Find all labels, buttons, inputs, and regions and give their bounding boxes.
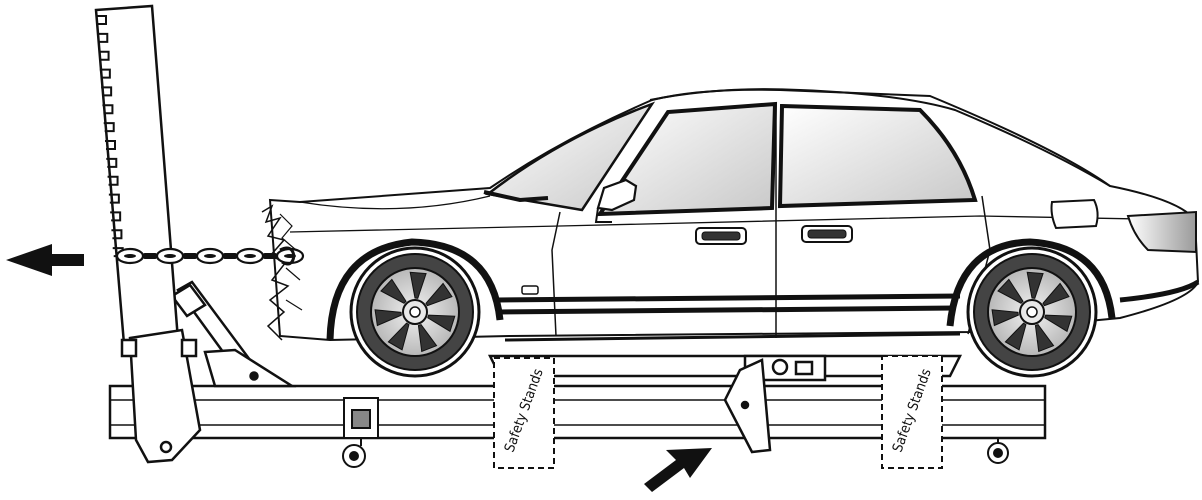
windshield	[484, 101, 656, 212]
left-arrow-icon	[6, 244, 84, 276]
safety-stand-left-outline	[493, 357, 555, 469]
safety-stand-left: Safety Stands	[493, 357, 555, 469]
tail-light	[1126, 210, 1197, 254]
safety-stand-right-outline	[881, 355, 943, 469]
front-wheel	[349, 246, 481, 378]
pulling-chain	[115, 246, 305, 266]
ram-base	[203, 348, 297, 388]
car	[261, 88, 1200, 342]
fuel-door	[1050, 198, 1099, 230]
up-right-arrow-icon	[644, 448, 712, 492]
side-mirror	[596, 178, 638, 212]
tower-base	[128, 328, 202, 464]
rear-wheel	[966, 246, 1098, 378]
caster-left	[342, 397, 379, 468]
rear-door-window	[777, 103, 978, 209]
caster-right	[987, 438, 1009, 464]
safety-stand-right: Safety Stands	[881, 355, 943, 469]
front-door-window	[596, 101, 778, 217]
